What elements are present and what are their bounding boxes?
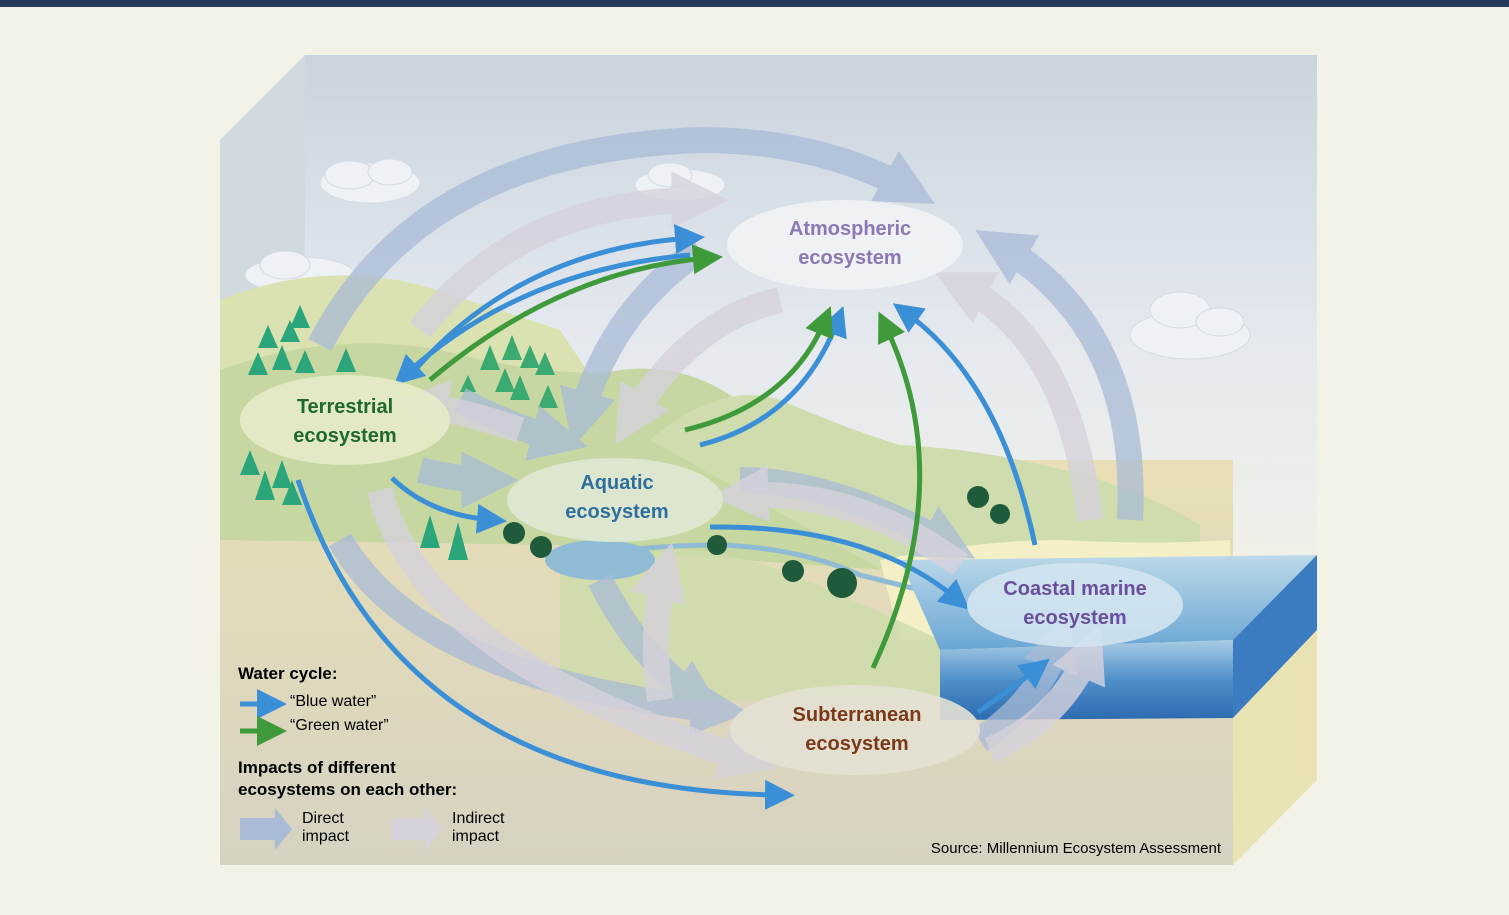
legend-direct-arrow <box>240 808 292 850</box>
aquatic-node <box>507 458 723 542</box>
legend-indirect-1: Indirect <box>452 810 505 827</box>
subterranean-label: Subterranean ecosystem <box>793 701 922 759</box>
aquatic-label-line-2: ecosystem <box>565 501 669 523</box>
legend-indirect-arrow <box>392 808 442 850</box>
coastal-label-line-2: ecosystem <box>1023 607 1127 629</box>
terrestrial-label-line-2: ecosystem <box>293 425 397 447</box>
top-bar <box>0 0 1509 7</box>
lake <box>545 540 655 580</box>
atmospheric-label: Atmospheric ecosystem <box>789 215 911 273</box>
right-hill <box>650 395 1200 580</box>
tree-icon <box>248 305 356 375</box>
cloud-icon <box>1129 291 1251 360</box>
tree-icon <box>460 335 558 408</box>
tree-icon <box>503 486 1010 598</box>
green-water-arrows <box>428 244 923 670</box>
cloud-icon <box>319 158 421 204</box>
legend: Water cycle: “Blue water” “Green water” … <box>230 655 530 855</box>
legend-blue-water-label: “Blue water” <box>290 693 377 710</box>
subterranean-node <box>730 685 980 775</box>
blue-water-arrows <box>295 224 1050 810</box>
source-credit: Source: Millennium Ecosystem Assessment <box>930 840 1221 857</box>
coastal-node <box>967 563 1183 647</box>
terrestrial-node <box>240 375 450 465</box>
aquatic-label-line-1: Aquatic <box>580 472 654 494</box>
terrestrial-label-line-1: Terrestrial <box>296 396 394 418</box>
atmospheric-node <box>727 200 963 290</box>
tree-icon <box>240 450 468 560</box>
right-soil-side <box>1233 630 1317 865</box>
legend-water-cycle-title: Water cycle: <box>238 664 338 683</box>
legend-direct-2: impact <box>302 828 350 845</box>
legend-impacts-title-1: Impacts of different <box>238 758 396 777</box>
sea-right <box>1233 555 1317 718</box>
terrestrial-label: Terrestrial ecosystem <box>293 393 396 451</box>
atmospheric-label-line-1: Atmospheric <box>788 218 912 240</box>
legend-indirect-2: impact <box>452 828 500 845</box>
subterranean-label-line-2: ecosystem <box>805 733 909 755</box>
coastal-label-line-1: Coastal marine <box>1003 578 1147 600</box>
atmospheric-label-line-2: ecosystem <box>798 247 902 269</box>
legend-direct-1: Direct <box>302 810 344 827</box>
coastal-label: Coastal marine ecosystem <box>1003 575 1146 633</box>
aquatic-label: Aquatic ecosystem <box>565 469 668 527</box>
legend-impacts-title-2: ecosystems on each other: <box>238 780 458 799</box>
legend-green-water-label: “Green water” <box>290 717 389 734</box>
subterranean-label-line-1: Subterranean <box>792 704 922 726</box>
